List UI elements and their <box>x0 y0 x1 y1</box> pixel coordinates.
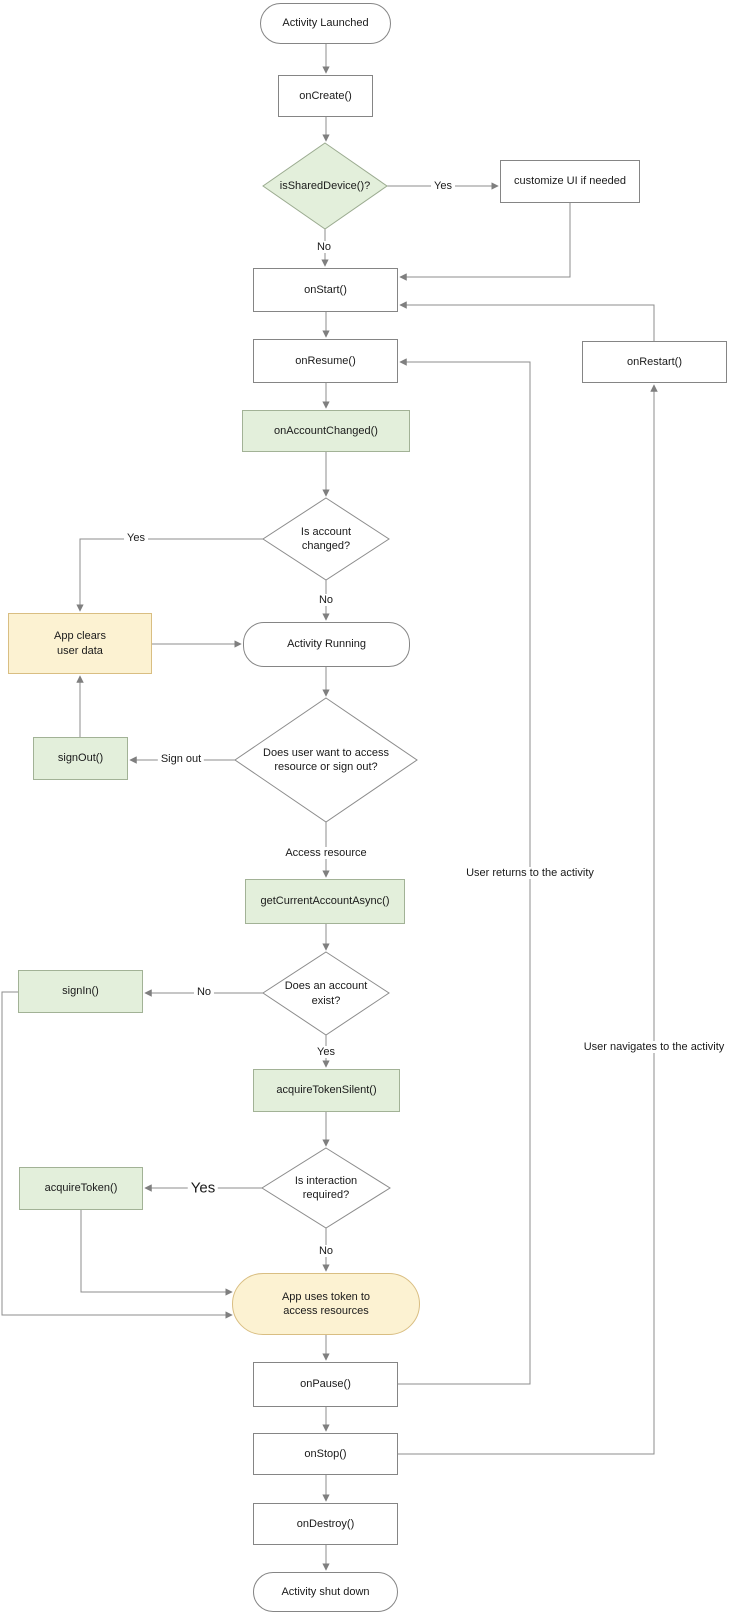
node-getcurrentaccountasync: getCurrentAccountAsync() <box>245 879 405 924</box>
node-onaccountchanged: onAccountChanged() <box>242 410 410 452</box>
node-activity-launched: Activity Launched <box>260 3 391 44</box>
decision-label-is-interaction-required: Is interaction required? <box>294 1174 358 1201</box>
node-customize-ui: customize UI if needed <box>500 160 640 203</box>
node-activity-shut-down: Activity shut down <box>253 1572 398 1612</box>
node-acquiretoken: acquireToken() <box>19 1167 143 1210</box>
edge-accountchanged-yes <box>76 538 263 612</box>
node-onresume: onResume() <box>253 339 398 383</box>
node-app-uses-token: App uses token to access resources <box>232 1273 420 1335</box>
decision-is-shared-device <box>262 142 388 230</box>
annotation-user-navigates: User navigates to the activity <box>580 1041 728 1053</box>
edge-label-interaction-no: No <box>315 1245 337 1257</box>
node-signin: signIn() <box>18 970 143 1013</box>
edge-signin-to-usestoken <box>1 991 233 1319</box>
node-activity-running: Activity Running <box>243 622 410 667</box>
edge-label-account-exist-no: No <box>193 986 215 998</box>
decision-label-does-user-want: Does user want to access resource or sig… <box>263 746 389 773</box>
decision-does-account-exist <box>262 951 390 1036</box>
edge-label-account-changed-yes: Yes <box>124 532 148 544</box>
edge-label-sign-out: Sign out <box>157 753 205 765</box>
node-onrestart: onRestart() <box>582 341 727 383</box>
node-onstart: onStart() <box>253 268 398 312</box>
edge-label-account-exist-yes: Yes <box>314 1046 338 1058</box>
node-onpause: onPause() <box>253 1362 398 1407</box>
node-signout: signOut() <box>33 737 128 780</box>
edge-label-account-changed-no: No <box>315 594 337 606</box>
node-onstop: onStop() <box>253 1433 398 1475</box>
edge-label-shared-yes: Yes <box>431 180 455 192</box>
decision-label-is-shared-device: isSharedDevice()? <box>279 179 371 192</box>
node-app-clears-user-data: App clears user data <box>8 613 152 674</box>
edge-label-access-resource: Access resource <box>282 847 370 859</box>
decision-does-user-want <box>234 697 418 823</box>
node-oncreate: onCreate() <box>278 75 373 117</box>
edge-label-shared-no: No <box>313 241 335 253</box>
annotation-user-returns: User returns to the activity <box>463 867 597 879</box>
edge-label-interaction-yes: Yes <box>187 1179 219 1197</box>
decision-is-account-changed <box>262 497 390 581</box>
decision-is-interaction-required <box>261 1147 391 1229</box>
edge-onrestart-to-onstart <box>399 301 655 341</box>
edge-onstop-to-onrestart <box>398 384 658 1455</box>
edge-customize-to-onstart <box>399 203 571 281</box>
edge-acquiretoken-to-usestoken <box>80 1210 233 1296</box>
node-acquiretokensilent: acquireTokenSilent() <box>253 1069 400 1112</box>
decision-label-is-account-changed: Is account changed? <box>300 525 352 552</box>
node-ondestroy: onDestroy() <box>253 1503 398 1545</box>
decision-label-does-account-exist: Does an account exist? <box>284 980 368 1007</box>
